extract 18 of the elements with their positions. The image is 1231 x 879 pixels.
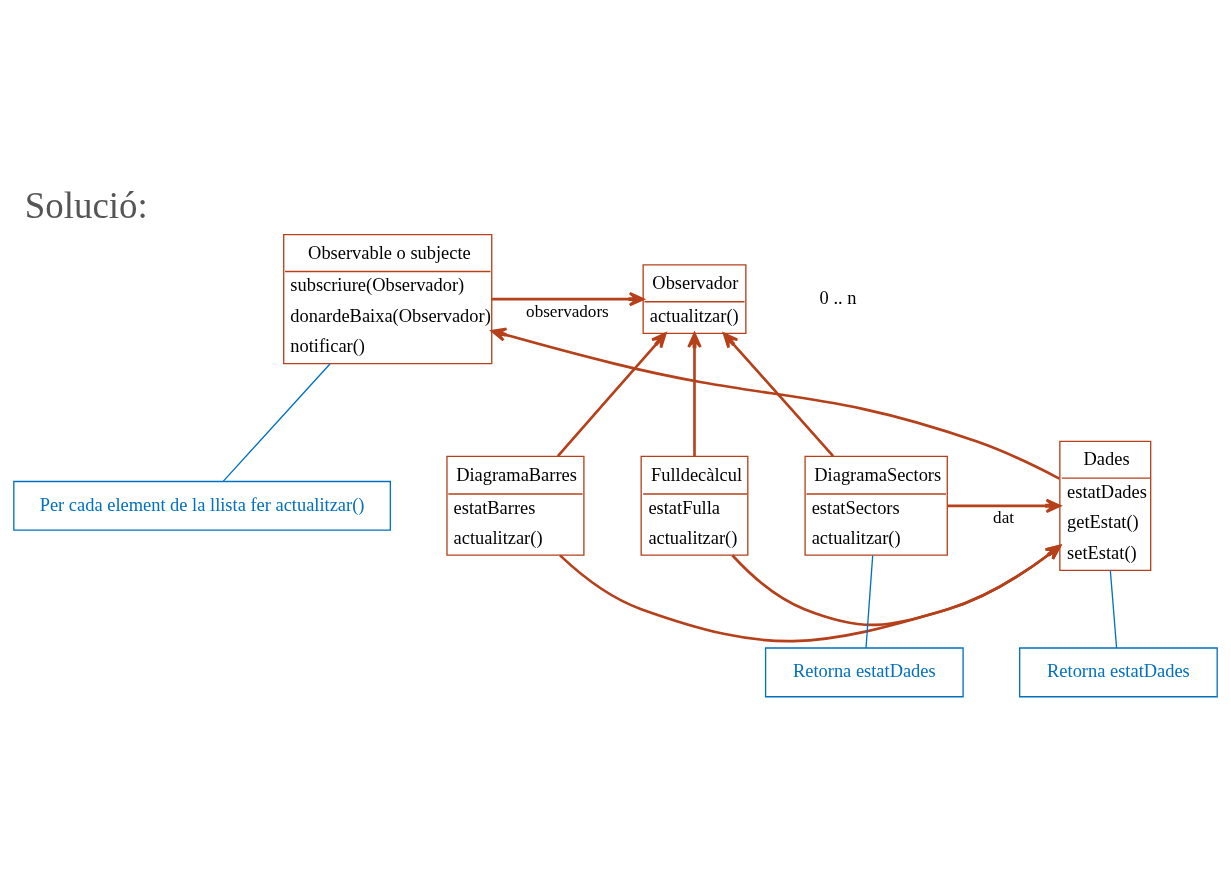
edge-label: observadors xyxy=(526,301,609,321)
node-box: Retorna estatDades xyxy=(764,646,964,697)
connector xyxy=(1109,569,1118,649)
arrow xyxy=(490,327,1060,480)
arrow xyxy=(687,331,702,456)
connector xyxy=(865,554,874,649)
arrow xyxy=(492,291,645,306)
arrow xyxy=(722,331,835,457)
arrow xyxy=(559,544,1062,642)
node-box: Retorna estatDades xyxy=(1019,646,1218,697)
diagram-title: Solució: xyxy=(24,184,148,226)
edge-label: dat xyxy=(993,507,1015,527)
arrow xyxy=(556,331,667,457)
arrow xyxy=(731,544,1062,626)
connector xyxy=(222,362,331,482)
label: 0 .. n xyxy=(819,287,857,308)
node-box: Per cada element de la llista fer actualitzar() xyxy=(13,480,392,531)
arrow xyxy=(947,498,1062,513)
